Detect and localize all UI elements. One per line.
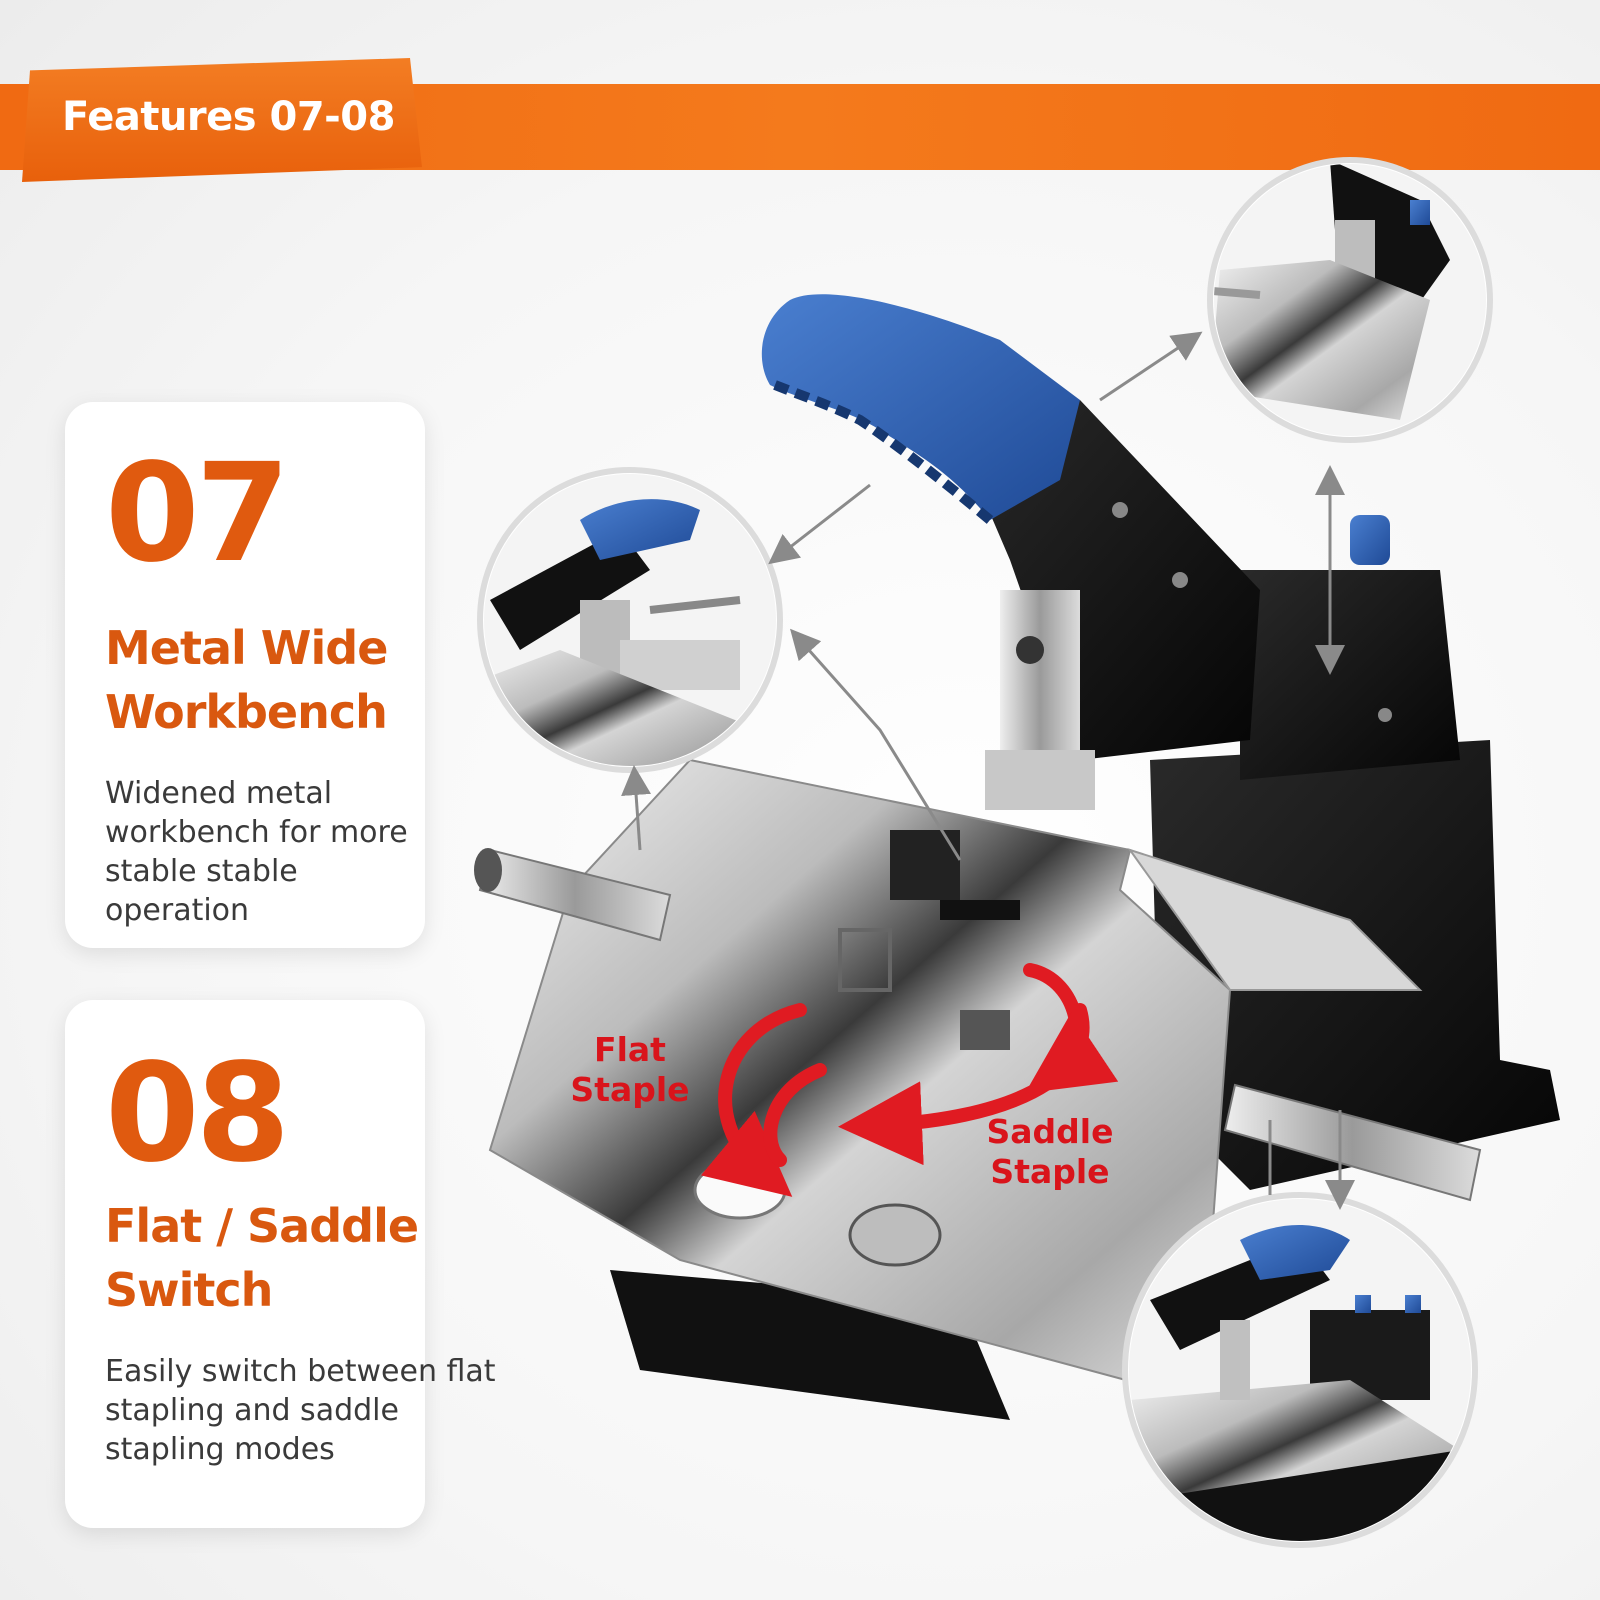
callout-arrows xyxy=(621,331,1355,1210)
blue-knob-icon xyxy=(1350,515,1390,565)
feature-heading-line2: Workbench xyxy=(105,685,388,739)
feature-heading-line1: Flat / Saddle xyxy=(105,1199,419,1253)
flat-staple-label: Flat Staple xyxy=(565,1030,695,1110)
metal-workbench xyxy=(488,758,1423,1402)
flat-label-line1: Flat xyxy=(594,1030,666,1069)
saddle-label-line1: Saddle xyxy=(986,1112,1114,1151)
stapler-head xyxy=(985,590,1095,810)
guide-rod-right xyxy=(1223,1083,1482,1202)
detail-circle-head xyxy=(1207,157,1493,443)
detail-circle-workbench xyxy=(477,467,783,773)
feature-number: 07 xyxy=(105,435,290,593)
feature-description: Easily switch between flat stapling and … xyxy=(105,1354,496,1467)
blue-handle-grip xyxy=(761,294,1080,520)
header-tag xyxy=(22,58,422,182)
flat-label-line2: Staple xyxy=(570,1070,690,1109)
saddle-staple-label: Saddle Staple xyxy=(980,1112,1120,1192)
switch-arrows-icon xyxy=(700,963,1119,1197)
feature-card-08: 08 Flat / Saddle Switch Easily switch be… xyxy=(65,1000,496,1528)
feature-card-07: 07 Metal Wide Workbench Widened metal wo… xyxy=(65,402,425,948)
saddle-label-line2: Staple xyxy=(990,1152,1110,1191)
feature-description: Widened metal workbench for more stable … xyxy=(105,776,408,928)
feature-heading-line2: Switch xyxy=(105,1263,273,1317)
stapler-body xyxy=(1240,570,1460,780)
page-title: Features 07-08 xyxy=(62,94,395,140)
feature-number: 08 xyxy=(105,1035,290,1193)
feature-heading: Metal Wide Workbench xyxy=(105,616,388,744)
feature-heading: Flat / Saddle Switch xyxy=(105,1194,419,1322)
feature-heading-line1: Metal Wide xyxy=(105,621,388,675)
detail-circle-base xyxy=(1122,1192,1478,1548)
